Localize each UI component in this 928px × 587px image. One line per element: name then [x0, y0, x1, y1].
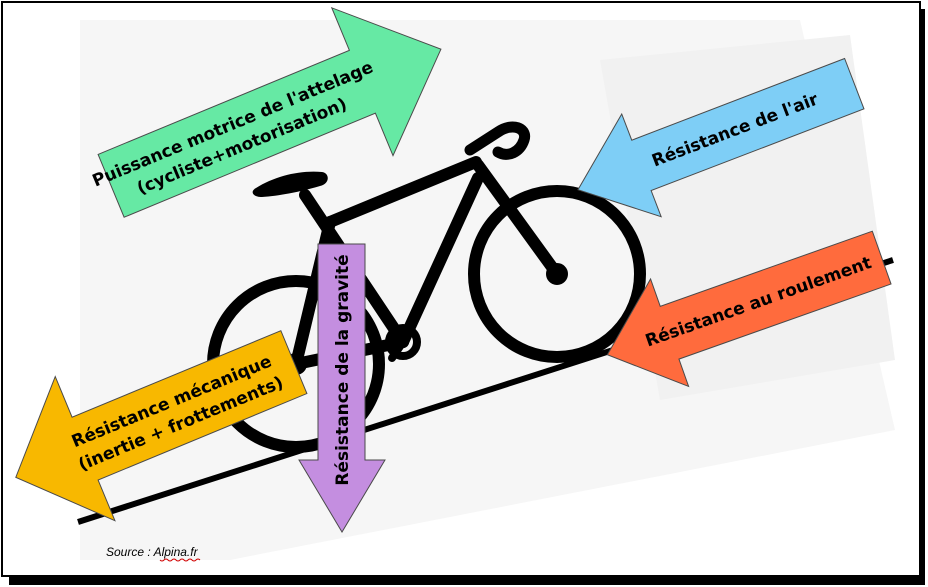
gravity-arrow-shape: [298, 243, 386, 533]
source-prefix: Source :: [106, 545, 154, 559]
propulsion-arrow-shape: [97, 6, 442, 218]
bicycle-icon: [207, 121, 646, 453]
gravity-label: Résistance de la gravité: [333, 254, 353, 485]
source-caption: Source : Alpina.fr: [106, 545, 199, 559]
front-wheel: [468, 185, 646, 363]
air-resistance-arrow-shape: [577, 57, 865, 218]
source-site: Alpina.fr: [153, 545, 199, 559]
mechanical-resistance-arrow-shape: [15, 330, 308, 522]
saddle: [252, 171, 328, 197]
gravity-arrow: Résistance de la gravité: [298, 243, 386, 533]
spellcheck-underline: [159, 558, 201, 562]
rolling-resistance-arrow-shape: [606, 230, 892, 388]
